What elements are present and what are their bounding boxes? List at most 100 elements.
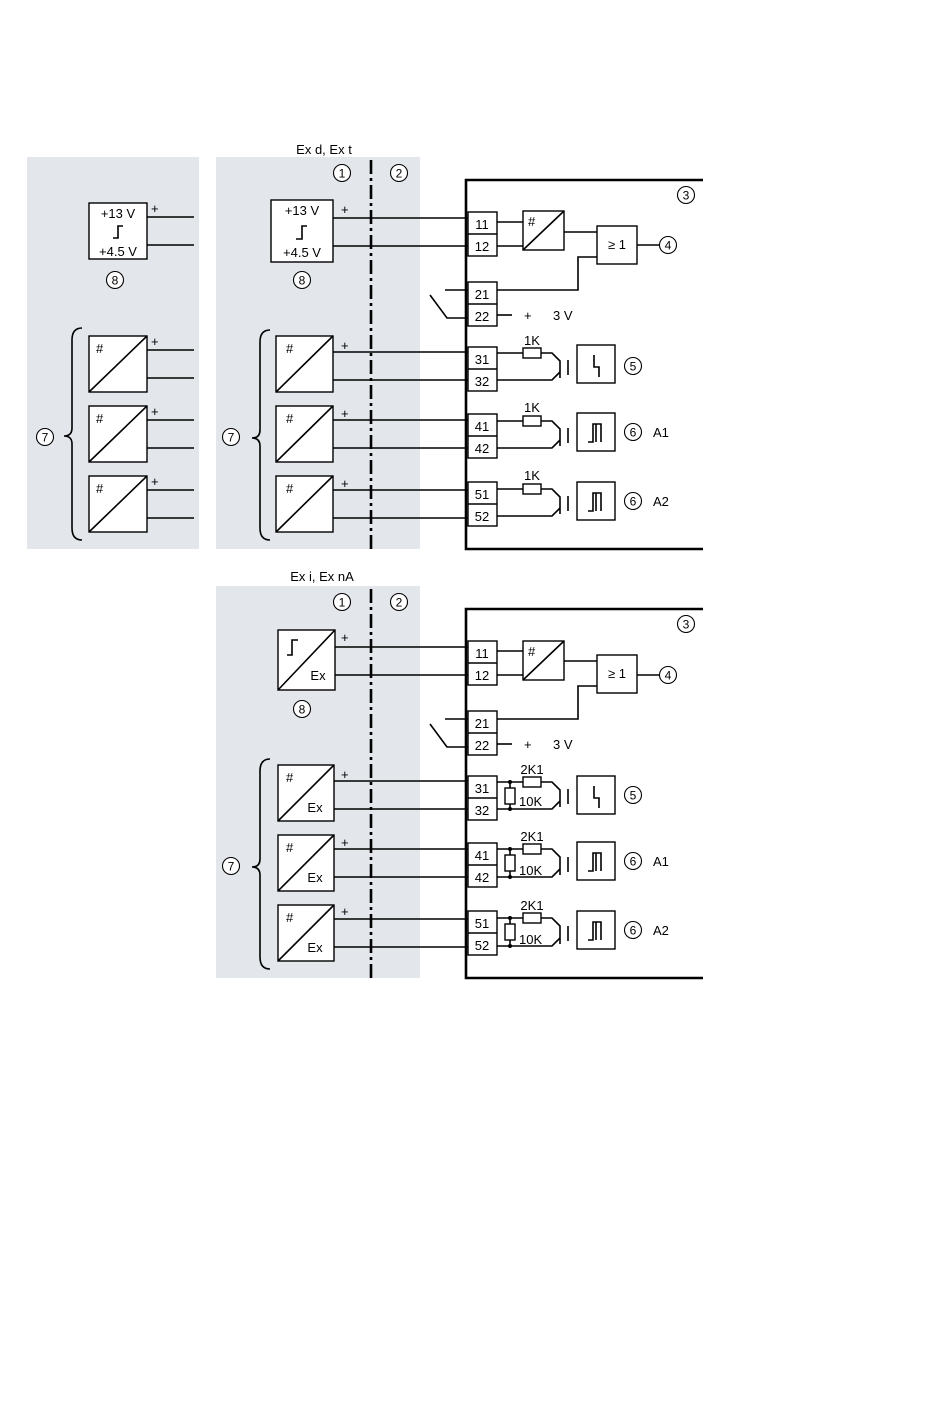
- svg-text:+: +: [341, 767, 349, 782]
- svg-text:5: 5: [630, 360, 637, 374]
- svg-text:1K: 1K: [524, 333, 540, 348]
- svg-text:+4.5 V: +4.5 V: [283, 245, 321, 260]
- svg-text:+: +: [341, 835, 349, 850]
- terminal-block-51-52-top: 51 52: [468, 482, 497, 526]
- svg-text:52: 52: [475, 509, 489, 524]
- svg-text:52: 52: [475, 938, 489, 953]
- svg-text:2: 2: [396, 167, 403, 181]
- svg-text:8: 8: [299, 274, 306, 288]
- svg-text:2K1: 2K1: [520, 829, 543, 844]
- svg-text:31: 31: [475, 352, 489, 367]
- svg-text:7: 7: [42, 431, 49, 445]
- callout-3-bottom: 3: [678, 616, 695, 633]
- callout-1-top: 1: [334, 165, 351, 182]
- svg-text:22: 22: [475, 738, 489, 753]
- terminal-block-31-32-bottom: 31 32: [468, 776, 497, 820]
- terminal-block-31-32-top: 31 32: [468, 347, 497, 391]
- svg-text:12: 12: [475, 668, 489, 683]
- terminal-block-41-42-top: 41 42: [468, 414, 497, 458]
- svg-text:+: +: [151, 334, 159, 349]
- callout-6-top-a1: 6: [625, 424, 642, 441]
- svg-text:7: 7: [228, 431, 235, 445]
- or-gate-bottom: ≥ 1: [597, 655, 637, 693]
- svg-text:+: +: [151, 201, 159, 216]
- svg-text:1: 1: [339, 596, 346, 610]
- svg-text:+: +: [341, 406, 349, 421]
- svg-text:+: +: [341, 904, 349, 919]
- output-label-a2-bottom: A2: [653, 923, 669, 938]
- callout-7-top: 7: [223, 429, 240, 446]
- svg-text:6: 6: [630, 855, 637, 869]
- svg-text:6: 6: [630, 924, 637, 938]
- output-channel-51-top: 1K: [497, 468, 615, 520]
- svg-text:8: 8: [299, 703, 306, 717]
- callout-1-bottom: 1: [334, 594, 351, 611]
- svg-text:11: 11: [475, 646, 489, 661]
- output-channel-31-bottom: 2K1 10K: [497, 762, 615, 814]
- callout-4-top: 4: [660, 237, 677, 254]
- svg-text:3 V: 3 V: [553, 737, 573, 752]
- svg-text:4: 4: [665, 239, 672, 253]
- svg-text:#: #: [286, 910, 294, 925]
- svg-text:≥ 1: ≥ 1: [608, 666, 626, 681]
- svg-text:6: 6: [630, 495, 637, 509]
- svg-text:10K: 10K: [519, 863, 542, 878]
- svg-text:7: 7: [228, 860, 235, 874]
- svg-text:+: +: [341, 338, 349, 353]
- svg-text:21: 21: [475, 287, 489, 302]
- callout-5-top: 5: [625, 358, 642, 375]
- terminal-block-41-42-bottom: 41 42: [468, 843, 497, 887]
- svg-text:12: 12: [475, 239, 489, 254]
- svg-text:42: 42: [475, 870, 489, 885]
- terminal-block-21-22-bottom: 21 22: [468, 711, 497, 755]
- svg-text:1K: 1K: [524, 468, 540, 483]
- svg-text:#: #: [286, 411, 294, 426]
- svg-text:51: 51: [475, 487, 489, 502]
- svg-text:3: 3: [683, 189, 690, 203]
- output-label-a2-top: A2: [653, 494, 669, 509]
- or-gate-top: ≥ 1: [597, 226, 637, 264]
- svg-text:2: 2: [396, 596, 403, 610]
- svg-text:#: #: [96, 411, 104, 426]
- output-channel-41-top: 1K: [497, 400, 615, 451]
- callout-7-reference: 7: [37, 429, 54, 446]
- output-label-a1-bottom: A1: [653, 854, 669, 869]
- svg-text:+13 V: +13 V: [285, 203, 320, 218]
- svg-text:Ex: Ex: [307, 940, 323, 955]
- callout-2-top: 2: [391, 165, 408, 182]
- svg-text:+13 V: +13 V: [101, 206, 136, 221]
- svg-text:31: 31: [475, 781, 489, 796]
- svg-text:3 V: 3 V: [553, 308, 573, 323]
- svg-text:1: 1: [339, 167, 346, 181]
- converter-bottom: #: [523, 641, 564, 680]
- output-channel-41-bottom: 2K1 10K: [497, 829, 615, 880]
- svg-text:+4.5 V: +4.5 V: [99, 244, 137, 259]
- callout-2-bottom: 2: [391, 594, 408, 611]
- svg-text:+: +: [341, 202, 349, 217]
- callout-5-bottom: 5: [625, 787, 642, 804]
- callout-6-bottom-a1: 6: [625, 853, 642, 870]
- svg-text:21: 21: [475, 716, 489, 731]
- switch-contact-bottom: [430, 719, 468, 747]
- svg-text:2K1: 2K1: [520, 898, 543, 913]
- callout-4-bottom: 4: [660, 667, 677, 684]
- svg-text:+: +: [151, 474, 159, 489]
- switch-contact-top: [430, 290, 468, 318]
- svg-text:#: #: [286, 840, 294, 855]
- svg-text:3: 3: [683, 618, 690, 632]
- svg-text:+: +: [524, 308, 532, 323]
- svg-text:+: +: [341, 630, 349, 645]
- output-channel-31-top: 1K: [497, 333, 615, 383]
- callout-7-bottom: 7: [223, 858, 240, 875]
- output-channel-51-bottom: 2K1 10K: [497, 898, 615, 949]
- svg-text:41: 41: [475, 419, 489, 434]
- svg-text:#: #: [528, 644, 536, 659]
- callout-8-reference: 8: [107, 272, 124, 289]
- svg-text:6: 6: [630, 426, 637, 440]
- svg-text:Ex: Ex: [307, 870, 323, 885]
- svg-text:22: 22: [475, 309, 489, 324]
- svg-text:#: #: [286, 770, 294, 785]
- svg-text:42: 42: [475, 441, 489, 456]
- svg-text:+: +: [341, 476, 349, 491]
- svg-text:+: +: [524, 737, 532, 752]
